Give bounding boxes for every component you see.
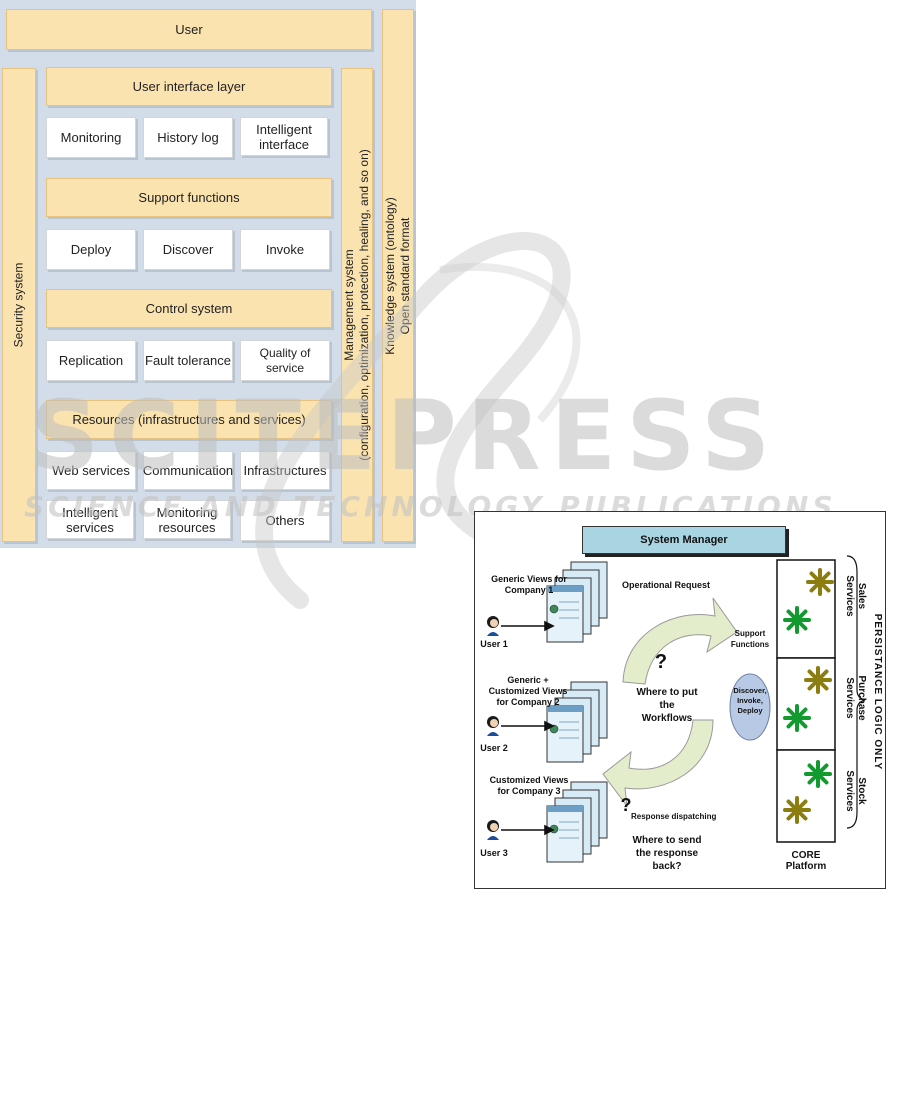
service-label-stock: Stock Services bbox=[844, 770, 867, 812]
architecture-diagram: User Security system Management system (… bbox=[0, 0, 416, 548]
system-manager-graphics bbox=[487, 555, 866, 863]
layer-item: Intelligent interface bbox=[240, 117, 328, 156]
support-circle-label: Discover, Invoke, Deploy bbox=[733, 686, 767, 715]
management-line-1: Management system bbox=[342, 249, 356, 361]
support-functions-circle bbox=[729, 673, 771, 741]
cycle-arrow-bottom bbox=[602, 719, 714, 808]
persistence-label: PERSISTANCE LOGIC ONLY bbox=[872, 613, 883, 771]
star-icon bbox=[783, 704, 811, 732]
security-system-bar: Security system bbox=[2, 68, 36, 542]
knowledge-system-bar: Knowledge system (ontology) Open standar… bbox=[382, 9, 414, 542]
views-label-2: Generic + Customized Views for Company 2 bbox=[488, 675, 568, 707]
layer-item: Communication bbox=[143, 451, 233, 490]
service-label-sales: Sales Services bbox=[844, 575, 867, 617]
layer-item: Invoke bbox=[240, 229, 330, 270]
management-line-2: (configuration, optimization, protection… bbox=[357, 149, 371, 461]
user-label: User bbox=[175, 22, 203, 37]
layer-item: Monitoring resources bbox=[143, 500, 231, 539]
response-dispatching-label: Response dispatching bbox=[631, 812, 717, 821]
user-label-3: User 3 bbox=[480, 848, 508, 858]
services-brace bbox=[846, 555, 866, 829]
management-system-label: Management system (configuration, optimi… bbox=[342, 149, 372, 461]
user-bar: User bbox=[6, 9, 372, 50]
layer-item: Replication bbox=[46, 340, 136, 381]
system-manager-title: System Manager bbox=[640, 534, 728, 546]
user-2-icon bbox=[487, 716, 499, 736]
system-manager-diagram: System Manager bbox=[474, 511, 886, 889]
layer-item: Fault tolerance bbox=[143, 340, 233, 381]
layer-item: Others bbox=[240, 500, 330, 541]
layer-item: Web services bbox=[46, 451, 136, 490]
question-mark-top: ? bbox=[654, 651, 668, 673]
management-system-bar: Management system (configuration, optimi… bbox=[341, 68, 373, 542]
star-icon bbox=[783, 796, 811, 824]
layer-title: Control system bbox=[46, 289, 332, 328]
system-manager-header: System Manager bbox=[582, 526, 786, 554]
star-icon bbox=[804, 666, 832, 694]
knowledge-line-2: Open standard format bbox=[398, 217, 412, 334]
core-platform-label: CORE Platform bbox=[785, 850, 827, 872]
where-response-label: Where to send the response back? bbox=[632, 835, 702, 872]
layer-item: Intelligent services bbox=[46, 500, 134, 539]
user-1-icon bbox=[487, 616, 499, 636]
user-3-icon bbox=[487, 820, 499, 840]
layer-item: Deploy bbox=[46, 229, 136, 270]
star-icon bbox=[783, 606, 811, 634]
views-label-3: Customized Views for Company 3 bbox=[489, 775, 569, 796]
views-label-1: Generic Views for Company 1 bbox=[491, 574, 567, 595]
layer-title: Support functions bbox=[46, 178, 332, 217]
service-label-purchase: Purchase Services bbox=[844, 675, 867, 721]
layer-item: Infrastructures bbox=[240, 451, 330, 490]
knowledge-line-1: Knowledge system (ontology) bbox=[383, 196, 397, 355]
user-label-2: User 2 bbox=[480, 743, 508, 753]
star-icon bbox=[804, 760, 832, 788]
layer-title: User interface layer bbox=[46, 67, 332, 106]
star-icon bbox=[806, 568, 834, 596]
layer-item: Quality of service bbox=[240, 340, 330, 381]
where-workflows-label: Where to put the Workflows bbox=[636, 687, 698, 724]
question-mark-bottom: ? bbox=[620, 795, 632, 815]
security-system-label: Security system bbox=[11, 262, 26, 348]
support-functions-label: Support Functions bbox=[730, 629, 770, 649]
operational-request-label: Operational Request bbox=[621, 580, 711, 590]
knowledge-system-label: Knowledge system (ontology) Open standar… bbox=[383, 197, 413, 354]
layer-item: History log bbox=[143, 117, 233, 158]
user-label-1: User 1 bbox=[480, 639, 508, 649]
cycle-arrow-top bbox=[622, 597, 738, 685]
layer-item: Monitoring bbox=[46, 117, 136, 158]
layer-title: Resources (infrastructures and services) bbox=[46, 400, 332, 439]
layer-item: Discover bbox=[143, 229, 233, 270]
